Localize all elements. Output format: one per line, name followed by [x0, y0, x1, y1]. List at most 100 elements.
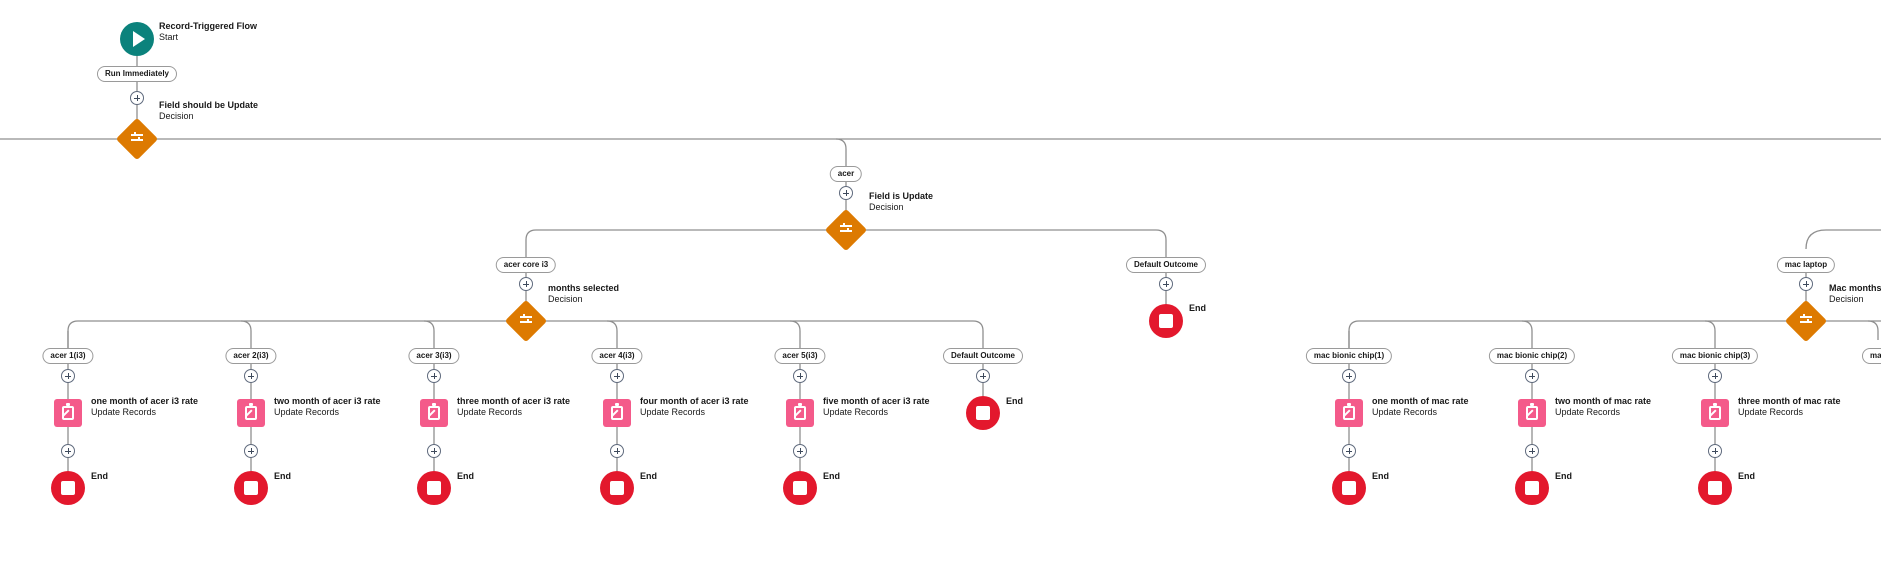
outcome-pill-mac-laptop[interactable]: mac laptop: [1776, 257, 1836, 273]
decision-field-should-be-update-title: Field should be Update: [159, 100, 259, 110]
add-element-icon[interactable]: [1525, 369, 1539, 383]
stop-icon[interactable]: [1698, 471, 1732, 505]
end-label: End: [640, 471, 657, 481]
outcome-pill-mac-bionic-chip-1[interactable]: mac bionic chip(1): [1305, 348, 1393, 364]
add-element-icon[interactable]: [427, 444, 441, 458]
add-element-icon[interactable]: [1342, 369, 1356, 383]
stop-icon[interactable]: [1332, 471, 1366, 505]
update-subtitle: Update Records: [823, 407, 889, 417]
update-records-icon[interactable]: [420, 399, 448, 427]
update-subtitle: Update Records: [91, 407, 157, 417]
stop-icon[interactable]: [234, 471, 268, 505]
connector-line: [1704, 320, 1716, 471]
end-label: End: [1738, 471, 1755, 481]
add-element-icon[interactable]: [793, 369, 807, 383]
stop-icon[interactable]: [1515, 471, 1549, 505]
update-subtitle: Update Records: [640, 407, 706, 417]
end-label: End: [1555, 471, 1572, 481]
outcome-pill-acer-core-i3[interactable]: acer core i3: [495, 257, 557, 273]
decision-mac-months-title: Mac months: [1829, 283, 1881, 293]
decision-field-is-update-subtitle: Decision: [869, 202, 904, 212]
update-records-icon[interactable]: [1518, 399, 1546, 427]
stop-icon[interactable]: [966, 396, 1000, 430]
update-title: three month of mac rate: [1738, 396, 1841, 406]
add-element-icon[interactable]: [244, 369, 258, 383]
add-element-icon[interactable]: [61, 369, 75, 383]
decision-months-selected-subtitle: Decision: [548, 294, 583, 304]
connector-line: [1805, 229, 1881, 250]
add-element-icon[interactable]: [1799, 277, 1813, 291]
decision-field-is-update-title: Field is Update: [869, 191, 934, 201]
update-records-icon[interactable]: [603, 399, 631, 427]
run-immediately-pill[interactable]: Run Immediately: [96, 66, 178, 82]
update-records-icon[interactable]: [54, 399, 82, 427]
connector-line: [835, 138, 847, 215]
end-label: End: [1006, 396, 1023, 406]
update-title: two month of mac rate: [1555, 396, 1652, 406]
add-element-icon[interactable]: [1342, 444, 1356, 458]
update-records-icon[interactable]: [1701, 399, 1729, 427]
decision-field-should-be-update-subtitle: Decision: [159, 111, 194, 121]
stop-icon[interactable]: [600, 471, 634, 505]
add-element-icon[interactable]: [610, 444, 624, 458]
connector-line: [789, 320, 801, 471]
outcome-pill-default-outcome[interactable]: Default Outcome: [1125, 257, 1207, 273]
connector-line: [1867, 320, 1879, 340]
start-subtitle: Start: [159, 32, 179, 42]
outcome-pill-mac[interactable]: mac: [1861, 348, 1881, 364]
add-element-icon[interactable]: [1159, 277, 1173, 291]
update-subtitle: Update Records: [274, 407, 340, 417]
add-element-icon[interactable]: [61, 444, 75, 458]
update-records-icon[interactable]: [237, 399, 265, 427]
add-element-icon[interactable]: [1708, 444, 1722, 458]
connector-line: [240, 320, 252, 471]
connector-line: [1521, 320, 1533, 471]
add-element-icon[interactable]: [519, 277, 533, 291]
stop-icon[interactable]: [1149, 304, 1183, 338]
outcome-pill-acer-2[interactable]: acer 2(i3): [225, 348, 277, 364]
add-element-icon[interactable]: [1525, 444, 1539, 458]
stop-icon[interactable]: [783, 471, 817, 505]
connector-line: [1348, 320, 1881, 348]
stop-icon[interactable]: [417, 471, 451, 505]
update-title: five month of acer i3 rate: [823, 396, 930, 406]
add-element-icon[interactable]: [427, 369, 441, 383]
update-subtitle: Update Records: [457, 407, 523, 417]
end-label: End: [274, 471, 291, 481]
decision-mac-months-subtitle: Decision: [1829, 294, 1864, 304]
add-element-icon[interactable]: [244, 444, 258, 458]
outcome-pill-acer-5[interactable]: acer 5(i3): [774, 348, 826, 364]
connector-line: [423, 320, 435, 471]
outcome-pill-acer-3[interactable]: acer 3(i3): [408, 348, 460, 364]
update-records-icon[interactable]: [1335, 399, 1363, 427]
end-label: End: [457, 471, 474, 481]
add-element-icon[interactable]: [839, 186, 853, 200]
outcome-pill-mac-bionic-chip-3[interactable]: mac bionic chip(3): [1671, 348, 1759, 364]
update-subtitle: Update Records: [1372, 407, 1438, 417]
outcome-pill-acer[interactable]: acer: [829, 166, 863, 182]
outcome-pill-mac-bionic-chip-2[interactable]: mac bionic chip(2): [1488, 348, 1576, 364]
update-title: three month of acer i3 rate: [457, 396, 571, 406]
update-records-icon[interactable]: [786, 399, 814, 427]
add-element-icon[interactable]: [793, 444, 807, 458]
stop-icon[interactable]: [51, 471, 85, 505]
connector-line: [606, 320, 618, 471]
add-element-icon[interactable]: [610, 369, 624, 383]
outcome-pill-acer-4[interactable]: acer 4(i3): [591, 348, 643, 364]
end-label: End: [823, 471, 840, 481]
end-label: End: [91, 471, 108, 481]
outcome-pill-acer-1[interactable]: acer 1(i3): [42, 348, 94, 364]
add-element-icon[interactable]: [1708, 369, 1722, 383]
add-element-icon[interactable]: [976, 369, 990, 383]
decision-months-selected-title: months selected: [548, 283, 620, 293]
outcome-pill-default-outcome[interactable]: Default Outcome: [942, 348, 1024, 364]
update-title: four month of acer i3 rate: [640, 396, 749, 406]
update-title: two month of acer i3 rate: [274, 396, 381, 406]
update-title: one month of mac rate: [1372, 396, 1469, 406]
start-icon[interactable]: [120, 22, 154, 56]
add-element-icon[interactable]: [130, 91, 144, 105]
end-label: End: [1189, 303, 1206, 313]
update-subtitle: Update Records: [1738, 407, 1804, 417]
